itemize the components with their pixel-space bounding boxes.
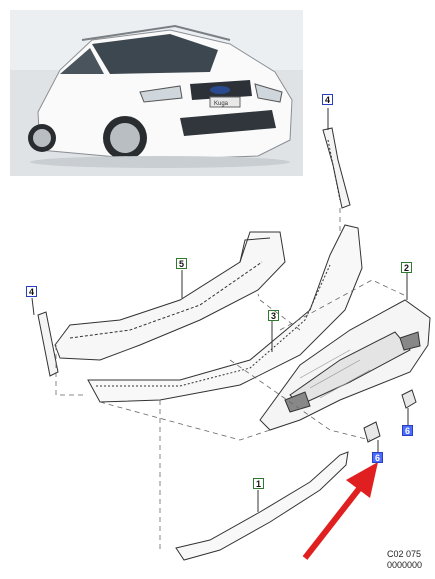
callout-1: 1 (253, 478, 264, 489)
lower-lip-part (175, 451, 349, 561)
bumper-cover-part (259, 299, 431, 431)
callout-6-lower: 6 (372, 452, 383, 463)
car-photo: Kuga (10, 10, 303, 176)
callout-2: 2 (401, 262, 412, 273)
highlight-arrow (302, 462, 378, 560)
callout-4-upper: 4 (322, 94, 333, 105)
lower-spoiler-part (87, 224, 363, 403)
undertray-part (54, 231, 286, 361)
callout-3: 3 (268, 310, 279, 321)
callout-4-side: 4 (26, 286, 37, 297)
trim-strip-side (37, 311, 59, 377)
diagram-number: 0000000 (387, 560, 423, 570)
diagram-code: C02 075 (387, 549, 422, 559)
callout-5: 5 (176, 258, 187, 269)
trim-strip-upper (322, 108, 351, 209)
bracket-part (363, 389, 417, 452)
callout-6-right: 6 (402, 425, 413, 436)
leader-line (31, 297, 35, 316)
assembly-lines (55, 208, 407, 550)
car-badge: Kuga (214, 101, 229, 107)
